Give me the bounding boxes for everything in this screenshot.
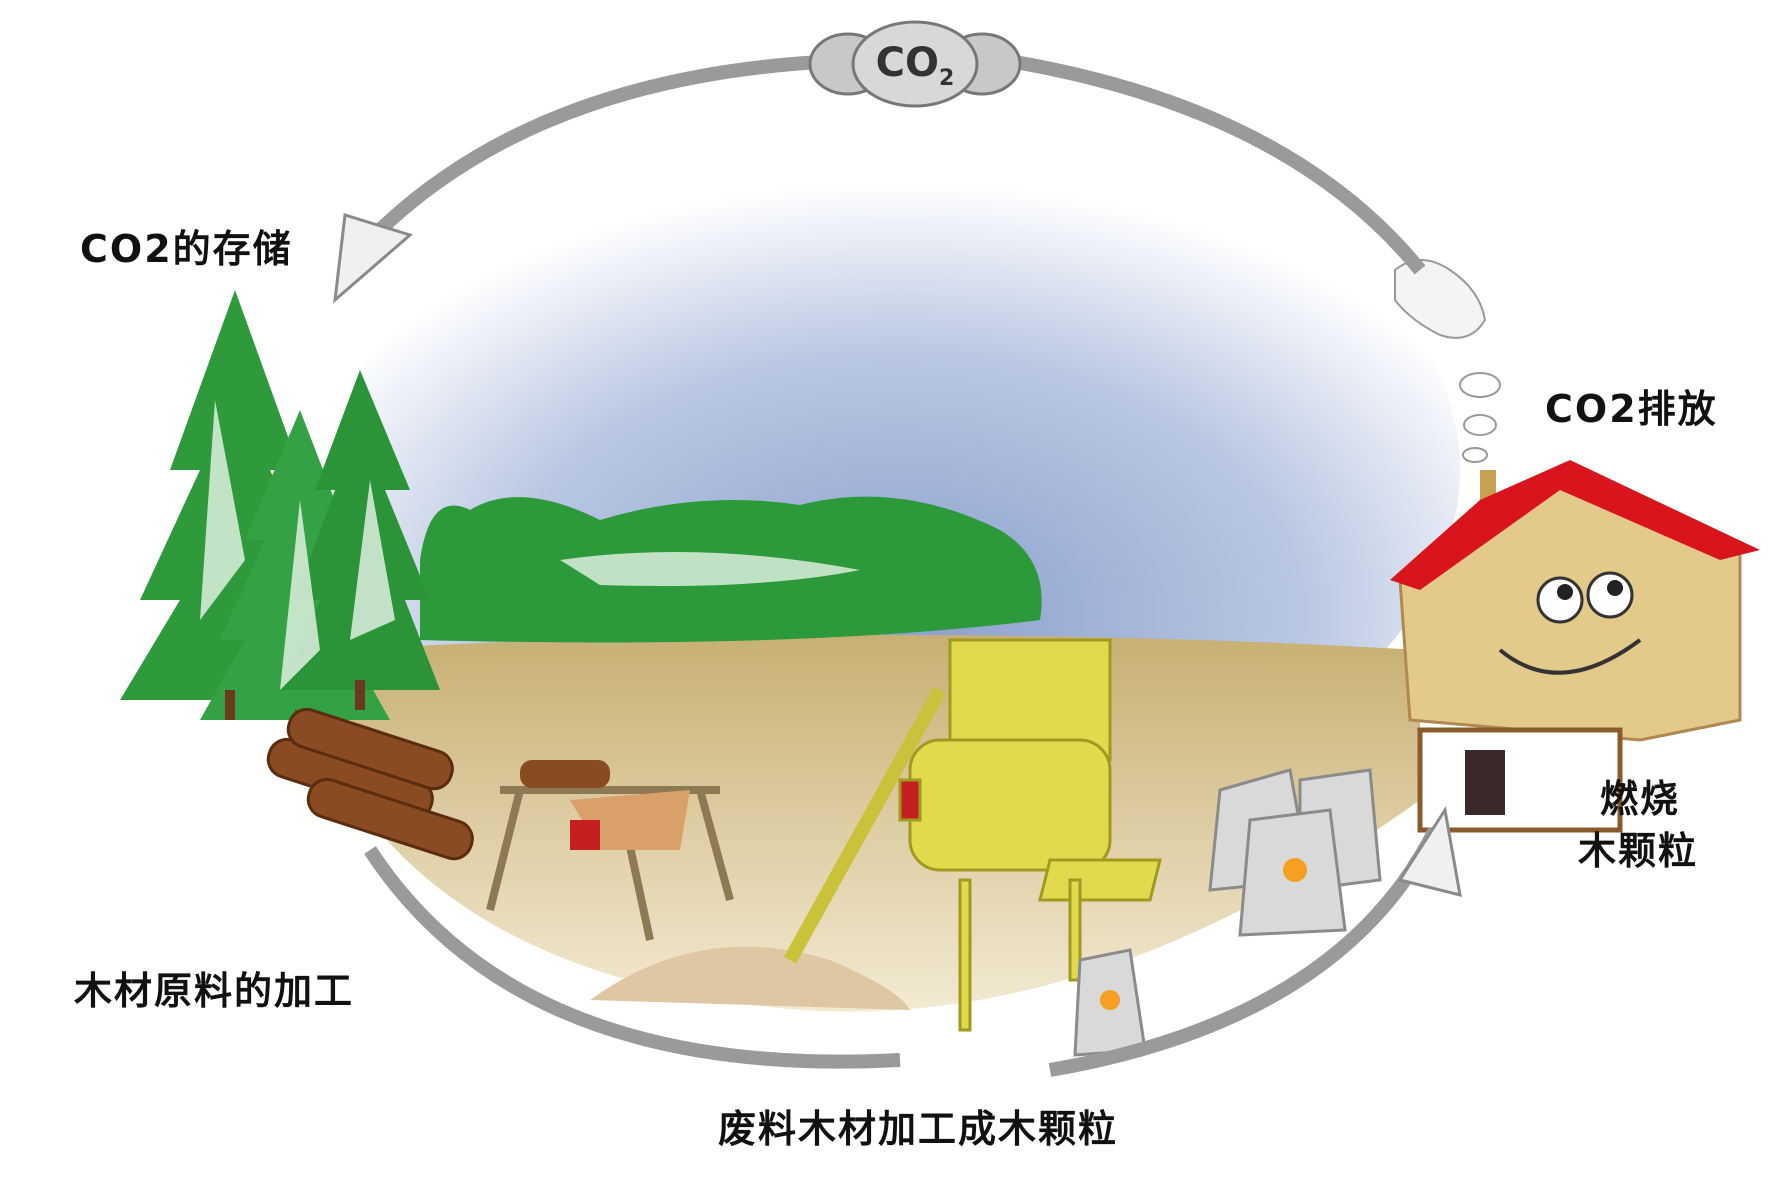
co2-badge: CO2 xyxy=(808,20,1022,108)
co2-badge-label: CO2 xyxy=(875,40,955,91)
label-burning: 燃烧 xyxy=(1600,777,1681,821)
arrow-head-burning xyxy=(1397,805,1462,898)
label-wood-pellets: 木颗粒 xyxy=(1578,829,1699,873)
label-waste-wood-to-pellets: 废料木材加工成木颗粒 xyxy=(718,1107,1119,1151)
label-raw-wood-processing: 木材原料的加工 xyxy=(74,969,355,1013)
ground xyxy=(330,635,1420,1012)
pine-trees xyxy=(120,290,440,740)
saw-bench xyxy=(486,760,910,1010)
cycle-arrows xyxy=(354,55,1442,1077)
arrow-head-storage xyxy=(333,213,414,304)
house xyxy=(1390,460,1760,833)
smoke-puffs xyxy=(1394,259,1501,463)
label-co2-storage: CO2的存储 xyxy=(80,227,293,271)
pellet-bags xyxy=(1073,768,1382,1057)
log-pile xyxy=(266,707,474,861)
label-co2-emission: CO2排放 xyxy=(1545,387,1718,431)
co2-cloud-icon xyxy=(808,20,1022,108)
pellet-machine xyxy=(783,638,1162,1032)
